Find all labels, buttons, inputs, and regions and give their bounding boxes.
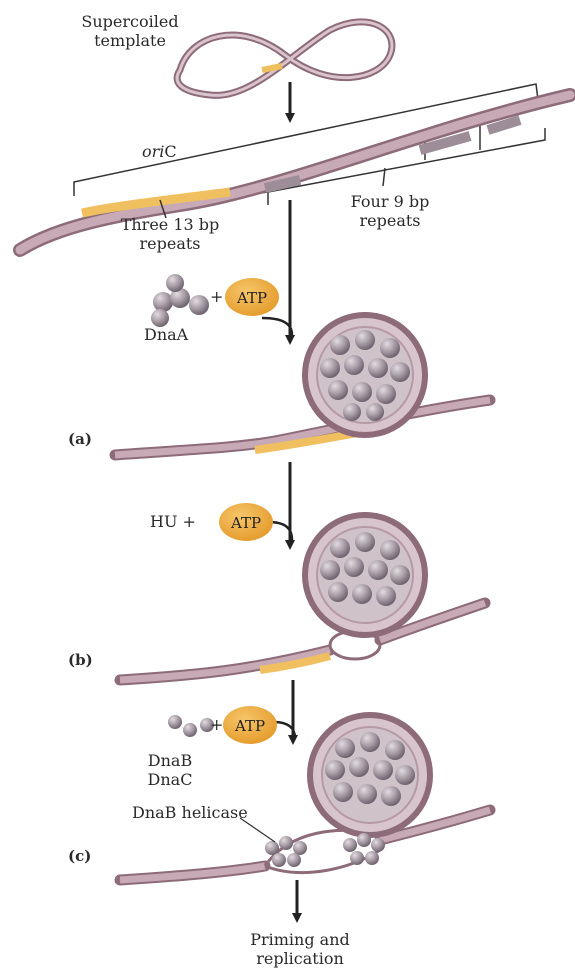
step-b-complex	[120, 515, 485, 680]
atp-hook-a	[262, 318, 292, 335]
svg-text:ATP: ATP	[236, 289, 267, 307]
atp-badge-b: ATP	[219, 503, 273, 541]
plus-sign-a: +	[210, 287, 223, 306]
supercoiled-template-label: Supercoiled template	[50, 12, 210, 50]
dnab-helicase-label: DnaB helicase	[132, 803, 248, 822]
atp-badge-a: ATP	[225, 278, 279, 316]
step-b-label: (b)	[68, 651, 93, 670]
priming-replication-label: Priming and replication	[200, 930, 400, 968]
dnaa-label: DnaA	[144, 325, 188, 344]
step-c-complex	[120, 715, 490, 880]
hu-label: HU +	[150, 512, 196, 531]
svg-text:ATP: ATP	[234, 717, 265, 735]
dnab-helicase-left	[265, 836, 307, 867]
oric-dna-strand	[20, 95, 570, 250]
atp-badge-c: ATP	[223, 706, 277, 744]
dnaa-monomers	[151, 274, 209, 327]
dnab-dnac-label: DnaB DnaC	[140, 751, 200, 789]
oric-label: oriC	[142, 142, 177, 161]
svg-text:ATP: ATP	[230, 514, 261, 532]
four-9bp-repeats-label: Four 9 bp repeats	[340, 192, 440, 230]
plus-sign-c: +	[210, 715, 223, 734]
step-c-label: (c)	[68, 847, 91, 866]
step-a-label: (a)	[68, 430, 92, 449]
dnab-dnac-monomers	[168, 715, 214, 737]
three-13bp-repeats-label: Three 13 bp repeats	[110, 215, 230, 253]
